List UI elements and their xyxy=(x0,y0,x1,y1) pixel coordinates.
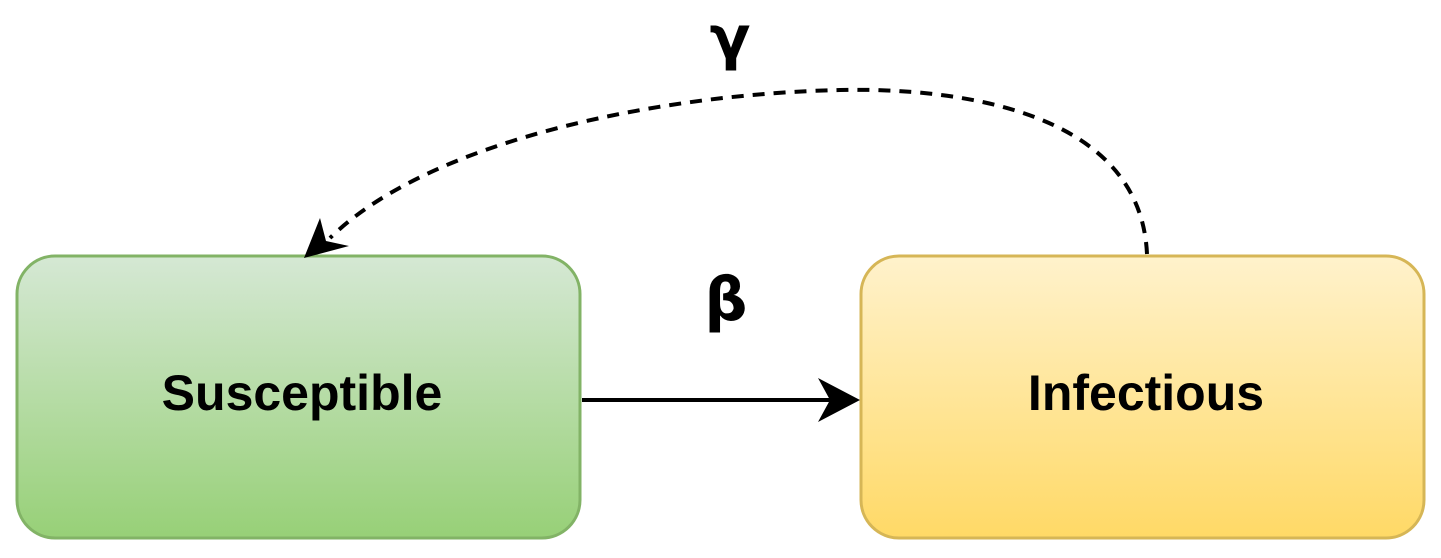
recovery-arrowhead xyxy=(304,218,349,258)
susceptible-box xyxy=(15,254,582,540)
infection-edge[interactable]: β xyxy=(582,265,860,422)
recovery-edge[interactable]: γ xyxy=(304,3,1149,258)
gamma-label: γ xyxy=(710,3,751,73)
infectious-label: Infectious xyxy=(1028,365,1264,421)
infection-arrowhead xyxy=(818,378,860,422)
susceptible-label: Susceptible xyxy=(162,365,443,421)
infectious-box xyxy=(859,254,1426,540)
infectious-node[interactable]: Infectious xyxy=(859,254,1426,540)
susceptible-node[interactable]: Susceptible xyxy=(15,254,582,540)
beta-label: β xyxy=(705,265,748,335)
recovery-edge-curve xyxy=(328,87,1149,255)
